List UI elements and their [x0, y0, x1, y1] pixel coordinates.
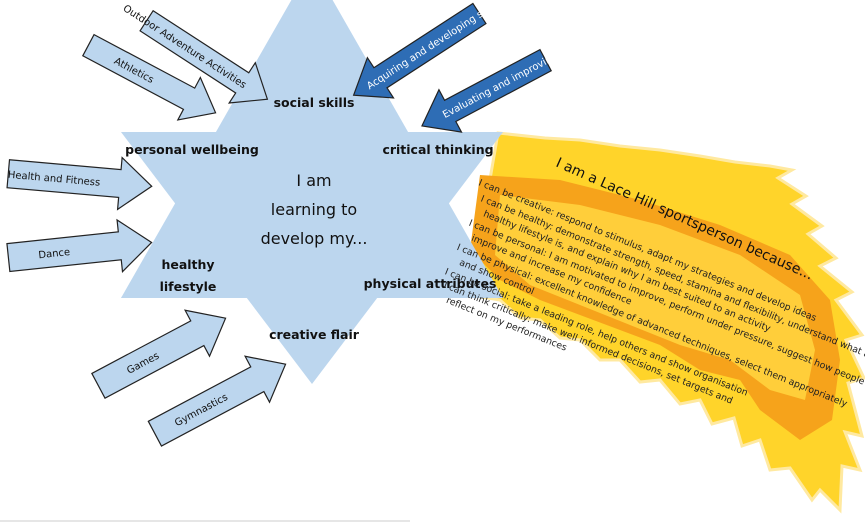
arrow-acquiring-shape	[352, 2, 487, 99]
label-critical-thinking: critical thinking	[382, 142, 493, 157]
center-line-2: learning to	[271, 200, 357, 219]
arrow-acquiring-label: Acquiring and developing skills	[365, 0, 501, 92]
arrow-dance: Dance	[6, 218, 153, 273]
flame-inner-light	[495, 195, 815, 400]
flame-shape	[468, 131, 865, 514]
label-lifestyle: lifestyle	[160, 279, 217, 294]
star-shape	[121, 0, 503, 384]
arrow-dance-shape	[6, 218, 153, 273]
arrow-evaluating-shape	[421, 48, 553, 133]
arrow-outdoor-shape	[139, 9, 269, 104]
label-creative-flair: creative flair	[269, 327, 360, 342]
star-triangle-up-2	[121, 46, 503, 298]
arrow-games-shape	[91, 309, 227, 399]
arrow-gymnastics-shape	[147, 355, 287, 447]
center-line-3: develop my...	[261, 229, 368, 248]
arrow-athletics-shape	[81, 33, 217, 121]
label-physical-attributes: physical attributes	[364, 276, 497, 291]
arrow-evaluating-label: Evaluating and improving	[441, 51, 560, 121]
arrow-athletics: Athletics	[81, 33, 217, 121]
label-social-skills: social skills	[274, 95, 355, 110]
center-line-1: I am	[296, 171, 331, 190]
label-personal-wellbeing: personal wellbeing	[125, 142, 259, 157]
arrow-games: Games	[91, 309, 227, 399]
label-healthy: healthy	[161, 257, 214, 272]
arrow-health-fitness-shape	[6, 156, 153, 211]
arrow-health-fitness: Health and Fitness	[6, 156, 153, 211]
arrow-dance-label: Dance	[38, 247, 71, 261]
